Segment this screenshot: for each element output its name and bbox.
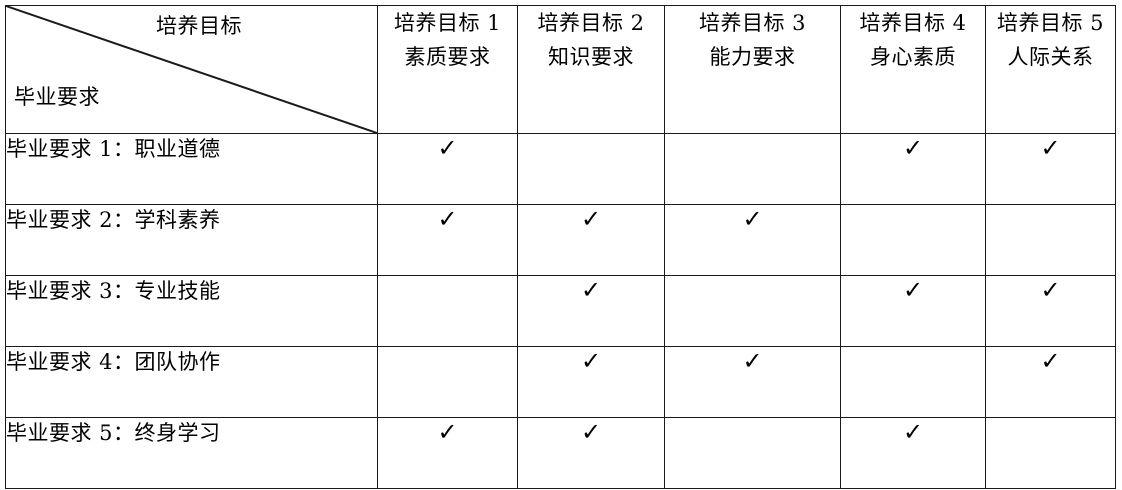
column-header-goal-3-line2: 能力要求	[709, 45, 796, 69]
cell-r4c1	[377, 346, 518, 418]
cell-r2c2: ✓	[517, 204, 665, 276]
column-header-goal-4-line1: 培养目标 4	[859, 11, 967, 35]
corner-row-axis-title: 毕业要求	[14, 85, 100, 109]
check-icon: ✓	[580, 418, 602, 446]
check-icon: ✓	[437, 205, 458, 233]
check-icon: ✓	[437, 418, 458, 446]
check-icon: ✓	[1040, 276, 1061, 304]
cell-r3c2: ✓	[517, 275, 665, 347]
check-icon: ✓	[1040, 347, 1061, 375]
column-header-goal-3: 培养目标 3 能力要求	[664, 5, 841, 134]
row-header-requirement-5: 毕业要求 5：终身学习	[5, 417, 378, 489]
cell-r3c1	[377, 275, 518, 347]
row-header-requirement-4: 毕业要求 4：团队协作	[5, 346, 378, 418]
cell-r5c5	[985, 417, 1116, 489]
check-icon: ✓	[437, 134, 458, 162]
table-row: 毕业要求 4：团队协作 ✓ ✓ ✓	[5, 346, 1116, 418]
check-icon: ✓	[742, 205, 763, 233]
column-header-goal-1: 培养目标 1 素质要求	[377, 5, 518, 134]
table-header-row: 培养目标 毕业要求 培养目标 1 素质要求 培养目标 2 知识要求 培养目标 3…	[5, 5, 1116, 134]
row-header-requirement-2: 毕业要求 2：学科素养	[5, 204, 378, 276]
check-icon: ✓	[580, 276, 602, 304]
check-icon: ✓	[580, 205, 602, 233]
column-header-goal-5-line1: 培养目标 5	[996, 11, 1105, 35]
cell-r4c5: ✓	[985, 346, 1116, 418]
cell-r5c2: ✓	[517, 417, 665, 489]
column-header-goal-5: 培养目标 5 人际关系	[985, 5, 1116, 134]
corner-header-cell: 培养目标 毕业要求	[5, 5, 378, 134]
column-header-goal-4: 培养目标 4 身心素质	[840, 5, 986, 134]
check-icon: ✓	[902, 276, 924, 304]
row-header-requirement-3: 毕业要求 3：专业技能	[5, 275, 378, 347]
cell-r1c1: ✓	[377, 133, 518, 205]
table-body: 培养目标 毕业要求 培养目标 1 素质要求 培养目标 2 知识要求 培养目标 3…	[5, 5, 1116, 489]
cell-r5c3	[664, 417, 841, 489]
column-header-goal-5-line2: 人际关系	[1007, 45, 1094, 69]
cell-r3c4: ✓	[840, 275, 986, 347]
cell-r2c5	[985, 204, 1116, 276]
check-icon: ✓	[1040, 134, 1061, 162]
cell-r4c3: ✓	[664, 346, 841, 418]
cell-r1c5: ✓	[985, 133, 1116, 205]
table-row: 毕业要求 1：职业道德 ✓ ✓ ✓	[5, 133, 1116, 205]
check-icon: ✓	[902, 418, 924, 446]
row-header-requirement-1: 毕业要求 1：职业道德	[5, 133, 378, 205]
cell-r2c4	[840, 204, 986, 276]
cell-r4c2: ✓	[517, 346, 665, 418]
cell-r3c5: ✓	[985, 275, 1116, 347]
check-icon: ✓	[902, 134, 924, 162]
check-icon: ✓	[742, 347, 763, 375]
table-row: 毕业要求 3：专业技能 ✓ ✓ ✓	[5, 275, 1116, 347]
table-row: 毕业要求 5：终身学习 ✓ ✓ ✓	[5, 417, 1116, 489]
curriculum-mapping-matrix: 培养目标 毕业要求 培养目标 1 素质要求 培养目标 2 知识要求 培养目标 3…	[5, 5, 1116, 489]
cell-r4c4	[840, 346, 986, 418]
cell-r2c3: ✓	[664, 204, 841, 276]
cell-r1c2	[517, 133, 665, 205]
cell-r5c1: ✓	[377, 417, 518, 489]
cell-r1c3	[664, 133, 841, 205]
cell-r2c1: ✓	[377, 204, 518, 276]
column-header-goal-1-line1: 培养目标 1	[393, 11, 502, 35]
corner-column-axis-title: 培养目标	[156, 14, 242, 38]
column-header-goal-4-line2: 身心素质	[870, 45, 956, 69]
cell-r1c4: ✓	[840, 133, 986, 205]
column-header-goal-2-line2: 知识要求	[548, 45, 634, 69]
column-header-goal-1-line2: 素质要求	[404, 45, 491, 69]
column-header-goal-2: 培养目标 2 知识要求	[517, 5, 665, 134]
check-icon: ✓	[580, 347, 602, 375]
cell-r3c3	[664, 275, 841, 347]
cell-r5c4: ✓	[840, 417, 986, 489]
mapping-table: 培养目标 毕业要求 培养目标 1 素质要求 培养目标 2 知识要求 培养目标 3…	[5, 5, 1116, 489]
table-row: 毕业要求 2：学科素养 ✓ ✓ ✓	[5, 204, 1116, 276]
column-header-goal-3-line1: 培养目标 3	[698, 11, 807, 35]
column-header-goal-2-line1: 培养目标 2	[537, 11, 645, 35]
